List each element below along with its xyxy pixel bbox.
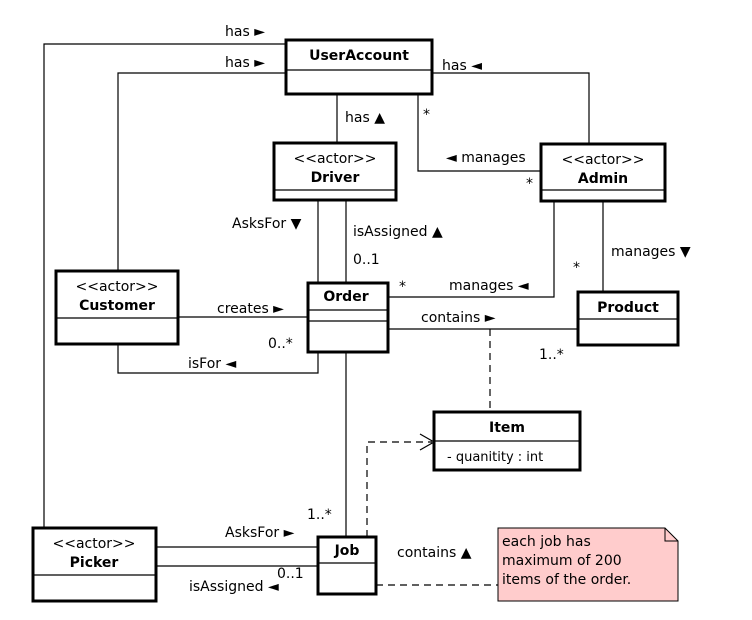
admin-has-label: has ◄	[442, 58, 482, 74]
customer-isfor-label: isFor ◄	[188, 356, 237, 372]
customer-creates-label: creates ►	[217, 301, 284, 317]
mult-picker-job: 0..1	[277, 566, 304, 582]
note-shape	[497, 527, 679, 602]
mult-admin-product: *	[573, 260, 580, 276]
mult-order-admin: *	[399, 279, 406, 295]
customer-order-isfor-line	[117, 344, 319, 374]
customer-useraccount-line	[117, 72, 286, 271]
driver-stereotype: <<actor>>	[293, 151, 376, 167]
class-product[interactable]: Product	[576, 290, 680, 347]
class-job[interactable]: Job	[316, 535, 378, 596]
product-name: Product	[597, 300, 659, 316]
multiplicities: * * * * 0..1 0..* 1..* 1..* 0..1	[268, 107, 580, 582]
picker-asksfor-label: AsksFor ►	[225, 525, 295, 541]
class-useraccount[interactable]: UserAccount	[284, 38, 434, 96]
useraccount-name: UserAccount	[309, 48, 409, 64]
mult-order-job: 1..*	[307, 507, 332, 523]
admin-manages-order-label: manages ◄	[449, 278, 529, 294]
mult-useraccount-admin: *	[423, 107, 430, 123]
driver-name: Driver	[311, 170, 360, 186]
driver-has-label: has ▲	[345, 110, 385, 126]
mult-customer-order: 0..*	[268, 336, 293, 352]
note-line-3: items of the order.	[502, 572, 631, 588]
admin-manages-driver-label: ◄ manages	[446, 150, 526, 166]
driver-isassigned-label: isAssigned ▲	[353, 224, 443, 240]
item-name: Item	[489, 420, 525, 436]
admin-name: Admin	[578, 171, 628, 187]
picker-name: Picker	[70, 555, 119, 571]
picker-isassigned-label: isAssigned ◄	[189, 579, 279, 595]
customer-stereotype: <<actor>>	[75, 279, 158, 295]
job-item-dependency	[366, 441, 432, 537]
mult-driver-order: 0..1	[353, 252, 380, 268]
class-driver[interactable]: <<actor>> Driver	[272, 141, 398, 202]
driver-asksfor-label: AsksFor ▼	[232, 216, 302, 232]
admin-stereotype: <<actor>>	[561, 152, 644, 168]
class-item[interactable]: Item - quanitity : int	[432, 410, 582, 472]
job-name: Job	[334, 543, 360, 559]
note[interactable]: each job has maximum of 200 items of the…	[497, 527, 679, 602]
class-customer[interactable]: <<actor>> Customer	[54, 269, 180, 346]
note-line-1: each job has	[502, 534, 591, 550]
admin-order-line	[388, 201, 555, 298]
admin-useraccount-line	[432, 72, 590, 144]
note-line-2: maximum of 200	[502, 553, 622, 569]
class-admin[interactable]: <<actor>> Admin	[539, 142, 667, 203]
association-lines	[43, 43, 604, 586]
note-fold	[664, 528, 678, 542]
mult-admin-driver: *	[526, 176, 533, 192]
job-contains-label: contains ▲	[397, 545, 472, 561]
order-contains-label: contains ►	[421, 310, 496, 326]
item-attribute: - quanitity : int	[447, 450, 543, 465]
customer-has-label: has ►	[225, 55, 265, 71]
association-labels: has ► has ► has ◄ has ▲ ◄ manages manage…	[188, 24, 691, 595]
admin-manages-product-label: manages ▼	[611, 244, 691, 260]
picker-stereotype: <<actor>>	[52, 536, 135, 552]
mult-product-order: 1..*	[539, 347, 564, 363]
picker-has-label: has ►	[225, 24, 265, 40]
order-name: Order	[323, 289, 368, 305]
customer-name: Customer	[79, 298, 155, 314]
picker-useraccount-line	[43, 43, 286, 528]
class-picker[interactable]: <<actor>> Picker	[31, 526, 158, 603]
class-order[interactable]: Order	[306, 281, 390, 354]
admin-manages-driver-line	[417, 94, 541, 172]
